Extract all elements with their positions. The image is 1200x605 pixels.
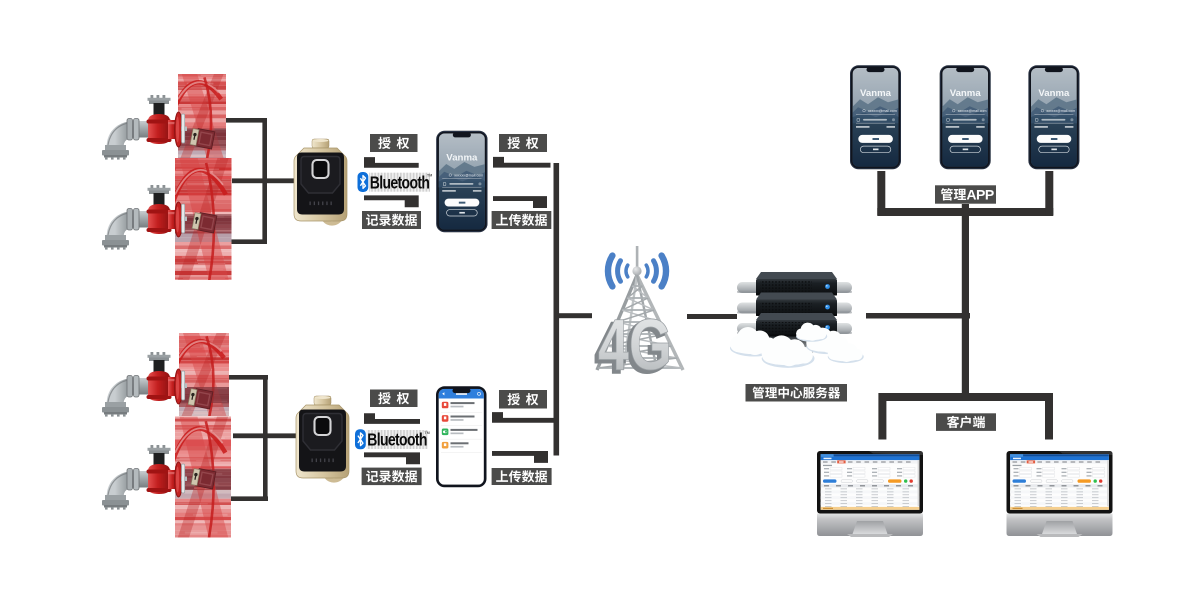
svg-text:Vanma: Vanma xyxy=(446,153,478,164)
svg-text:Vanma: Vanma xyxy=(950,88,982,99)
svg-text:Vanma: Vanma xyxy=(860,88,892,99)
svg-text:Vanma: Vanma xyxy=(1038,88,1070,99)
svg-text:APP: APP xyxy=(966,186,993,202)
svg-text:TM: TM xyxy=(427,174,432,178)
svg-text:xxxxxx@mail.com: xxxxxx@mail.com xyxy=(958,109,987,113)
svg-text:4G: 4G xyxy=(598,306,672,386)
svg-text:Bluetooth: Bluetooth xyxy=(370,174,430,193)
svg-text:xxxxxx@mail.com: xxxxxx@mail.com xyxy=(1046,109,1075,113)
svg-text:xxxxxx@mail.com: xxxxxx@mail.com xyxy=(868,109,897,113)
svg-text:Bluetooth: Bluetooth xyxy=(367,431,427,450)
svg-text:TM: TM xyxy=(425,431,430,435)
svg-text:xxxxxx@mail.com: xxxxxx@mail.com xyxy=(454,173,483,177)
svg-text:4G: 4G xyxy=(595,309,669,389)
